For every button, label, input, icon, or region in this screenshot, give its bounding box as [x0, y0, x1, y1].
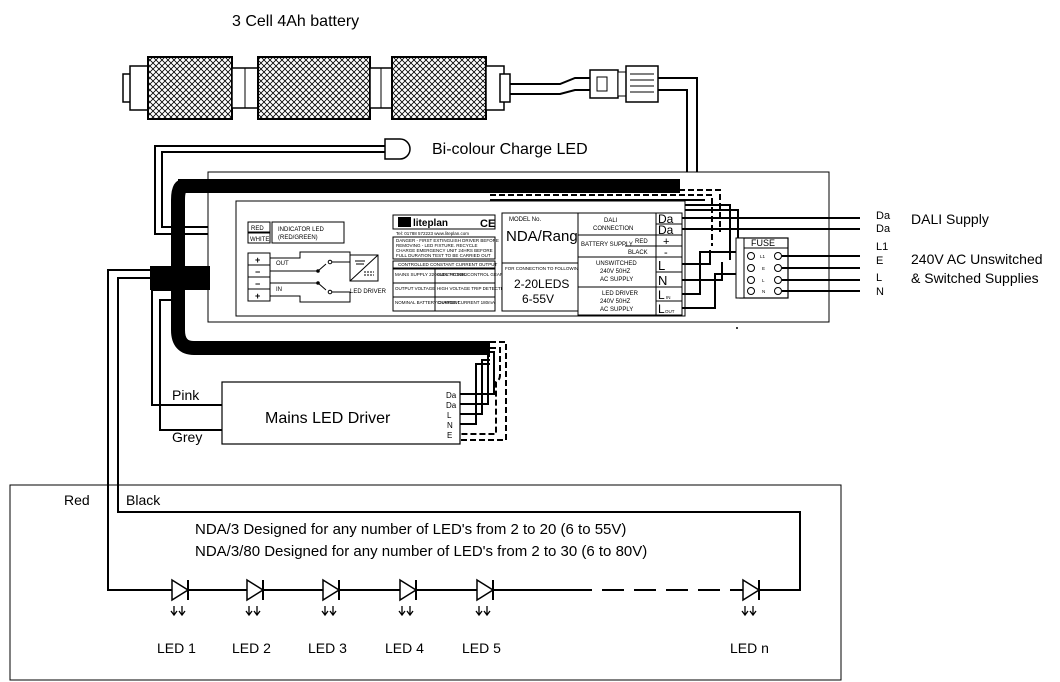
charge-led-icon [384, 138, 411, 160]
terminal-label-e: E [876, 255, 883, 267]
unswitched-2: 240V 50HZ [600, 269, 631, 275]
volt-spec: 6-55V [522, 292, 554, 306]
terminal-n: N [658, 273, 667, 288]
indicator-led-label: INDICATOR LED [278, 227, 324, 233]
indicator-led-sub: (RED/GREEN) [278, 235, 318, 241]
led-2-label: LED 2 [232, 640, 271, 656]
driver-minus-2: − [255, 279, 260, 289]
terminal-label-n: N [876, 286, 884, 298]
led-3-icon [321, 578, 341, 617]
led-4-icon [398, 578, 418, 617]
terminal-da-1: Da [658, 212, 674, 226]
indicator-red-label: RED [251, 226, 264, 232]
warning-line-3: CHARGE EMERGENCY UNIT 24HRS BEFORE [396, 248, 493, 253]
terminal-minus: - [664, 247, 668, 259]
indicator-white-label: WHITE [250, 237, 269, 243]
led-driver-supply-2: 240V 50HZ [600, 299, 631, 305]
fuse-label: FUSE [751, 238, 775, 248]
terminal-label-da-1: Da [876, 210, 891, 222]
terminal-l-out-sub: OUT [665, 309, 675, 314]
driver-plus-1: + [255, 255, 260, 265]
dali-connection-label-2: CONNECTION [593, 226, 633, 232]
led-2-icon [245, 578, 265, 617]
led-5-icon [475, 578, 495, 617]
terminal-l: L [658, 258, 665, 273]
battery-title: 3 Cell 4Ah battery [232, 13, 359, 30]
svg-text:L1: L1 [760, 254, 766, 259]
leds-spec: 2-20LEDS [514, 277, 569, 291]
spec-row-2-b: HIGH VOLTAGE TRIP DETECTION [437, 286, 509, 291]
svg-text:L: L [762, 278, 765, 283]
mains-led-driver-label: Mains LED Driver [265, 410, 391, 427]
led-driver-supply-1: LED DRIVER [602, 291, 639, 297]
battery-connector [589, 65, 659, 103]
dali-supply-label: DALI Supply [911, 211, 989, 227]
warning-line-4: FULL DURATION TEST TO BE CARRIED OUT [396, 253, 491, 258]
ce-mark: CE [480, 218, 495, 230]
connection-heading: FOR CONNECTION TO FOLLOWING [505, 266, 582, 271]
ac-supply-label-1: 240V AC Unswitched [911, 251, 1043, 267]
led-driver-small-label: LED DRIVER [350, 289, 387, 295]
terminal-label-l1: L1 [876, 241, 888, 253]
led-1-label: LED 1 [157, 640, 196, 656]
model-name: NDA/Range [506, 228, 586, 245]
fuse-block: FUSE L1 E L N [735, 237, 789, 299]
warning-line-1: DANGER - FIRST EXTINGUISH DRIVER BEFORE [396, 238, 499, 243]
led-n-icon [741, 578, 761, 617]
mains-led-driver-box [221, 381, 461, 445]
unswitched-3: AC SUPPLY [600, 277, 633, 283]
driver-in-label: IN [276, 287, 282, 293]
mains-pin-da-1: Da [446, 391, 457, 400]
battery-pack [122, 56, 511, 120]
model-label: MODEL No. [509, 217, 541, 223]
unswitched-1: UNSWITCHED [596, 261, 637, 267]
terminal-label-da-2: Da [876, 223, 891, 235]
spec-row-3-a: NOMINAL BATTERY CURRENT [395, 300, 460, 305]
ac-supply-label-2: & Switched Supplies [911, 270, 1039, 286]
spec-row-1-b: ELECTRONIC CONTROL GEAR [437, 272, 504, 277]
grey-wire-label: Grey [172, 429, 202, 445]
svg-text:N: N [762, 289, 765, 294]
brand-logo: liteplan [413, 218, 448, 229]
mains-pin-l: L [447, 411, 452, 420]
controls-text: CONTROLLED CONSTANT CURRENT OUTPUT [398, 262, 498, 267]
terminal-l-in: L [658, 288, 665, 302]
led-5-label: LED 5 [462, 640, 501, 656]
spec-line-1: NDA/3 Designed for any number of LED's f… [195, 521, 626, 538]
battery-black-label: BLACK [628, 250, 648, 256]
driver-minus-1: − [255, 267, 260, 277]
battery-supply-label: BATTERY SUPPLY [581, 242, 633, 248]
spec-line-2: NDA/3/80 Designed for any number of LED'… [195, 543, 647, 560]
black-wire-label: Black [126, 492, 161, 508]
led-1-icon [170, 578, 190, 617]
svg-text:E: E [762, 266, 765, 271]
warning-line-2: REMOVING - LED FIXTURE. RECYCLE [396, 243, 478, 248]
led-n-label: LED n [730, 640, 769, 656]
dali-connection-label-1: DALI [604, 218, 618, 224]
led-3-label: LED 3 [308, 640, 347, 656]
terminal-label-l: L [876, 272, 882, 284]
driver-plus-2: + [255, 291, 260, 301]
spec-row-1-a: MAINS SUPPLY 220-240V AC 50Hz [395, 272, 468, 277]
terminal-da-2: Da [658, 223, 674, 237]
red-wire-label: Red [64, 492, 90, 508]
charge-led-label: Bi-colour Charge LED [432, 141, 588, 158]
pink-wire-label: Pink [172, 387, 200, 403]
mains-pin-da-2: Da [446, 401, 457, 410]
terminal-l-out: L [658, 302, 665, 316]
spec-row-2-a: OUTPUT VOLTAGE [395, 286, 435, 291]
led-driver-supply-3: AC SUPPLY [600, 307, 633, 313]
terminal-plus: + [663, 236, 669, 248]
spec-row-3-b: CHARGE CURRENT 180mA [437, 300, 495, 305]
terminal-l-in-sub: IN [666, 295, 671, 300]
driver-out-label: OUT [276, 261, 289, 267]
mains-pin-n: N [447, 421, 453, 430]
led-4-label: LED 4 [385, 640, 424, 656]
led-string-box [9, 484, 842, 681]
mains-pin-e: E [447, 431, 452, 440]
contact-text: Tel: 01788 572223 www.liteplan.com [396, 231, 469, 236]
battery-red-label: RED [635, 239, 648, 245]
